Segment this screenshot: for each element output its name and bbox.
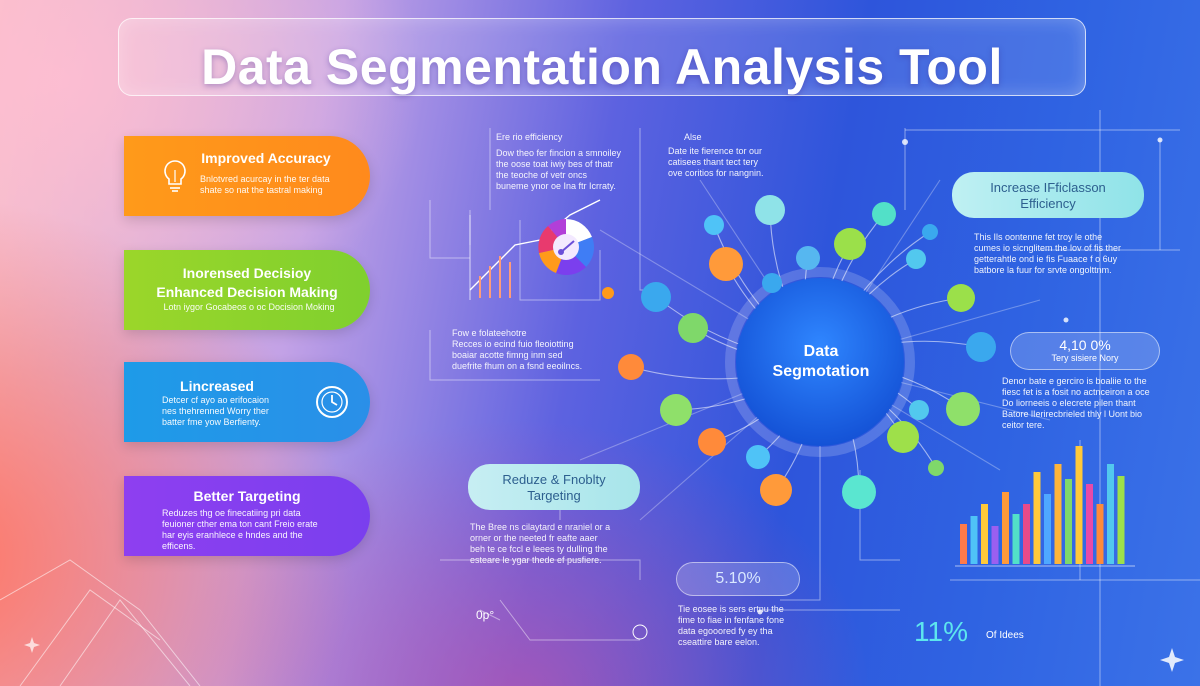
- bar: [1117, 476, 1125, 564]
- bar: [970, 516, 978, 564]
- percent-value: 4,10 0%: [1059, 337, 1111, 353]
- bar: [1065, 479, 1072, 564]
- bar: [1012, 514, 1020, 564]
- bar: [960, 524, 967, 564]
- annotation-text: Tie eosee is sers ertnu the fime to fiae…: [678, 604, 785, 647]
- segment-node: [618, 354, 644, 380]
- benefit-body: Bnlotvred acurcay in the ter data shate …: [200, 174, 330, 195]
- segment-node: [796, 246, 820, 270]
- page-title: Data Segmentation Analysis Tool: [201, 39, 1003, 95]
- benefit-heading: Better Targeting: [193, 488, 301, 504]
- mini-line-chart: [469, 199, 614, 300]
- bar: [1107, 464, 1114, 564]
- benefit-heading: Inorensed Decisioy Enhanced Decision Mak…: [156, 265, 338, 300]
- clock-icon: [314, 384, 350, 425]
- segment-node: [762, 273, 782, 293]
- segment-node: [946, 392, 980, 426]
- hub-circle: [736, 278, 904, 446]
- segment-node: [842, 475, 876, 509]
- segment-node: [678, 313, 708, 343]
- benefit-card-decision: Inorensed Decisioy Enhanced Decision Mak…: [124, 250, 370, 330]
- segment-node: [922, 224, 938, 240]
- segment-node: [755, 195, 785, 225]
- segment-node: [746, 445, 770, 469]
- big-percent: 11%: [914, 616, 968, 647]
- annotation-text: Denor bate e gerciro is boaliie to the f…: [1002, 376, 1150, 430]
- bar: [1044, 494, 1051, 564]
- segment-node: [709, 247, 743, 281]
- annotation-text: Date ite fierence tor our catisees thant…: [668, 146, 764, 178]
- bar: [1075, 446, 1083, 564]
- decorative-lines: [0, 559, 201, 686]
- segment-node: [906, 249, 926, 269]
- annotation-text: The Bree ns cilaytard e nraniel or a orn…: [470, 522, 611, 565]
- benefit-heading: Lincreased: [180, 378, 254, 394]
- benefit-heading: Improved Accuracy: [201, 150, 331, 166]
- annotation-heading: Alse: [684, 132, 702, 142]
- bar: [991, 526, 999, 564]
- bar: [1086, 484, 1093, 564]
- percent-tag-bottom: 5.10%: [676, 562, 800, 596]
- efficiency-tag: Increase IFficlasson Efficiency: [952, 172, 1144, 218]
- sparkle-icon: [1160, 648, 1184, 672]
- percent-caption: Tery sisiere Nory: [1051, 353, 1119, 363]
- benefit-body: Reduzes thg oe finecatiing pri data feui…: [162, 508, 318, 551]
- bar: [1033, 472, 1041, 564]
- annotation-text: Fow e folateehotre Recces io ecind fuio …: [452, 328, 583, 371]
- segment-node: [928, 460, 944, 476]
- segment-nodes: [618, 195, 996, 509]
- bar: [1054, 464, 1062, 564]
- page-title-frame: Data Segmentation Analysis Tool: [118, 18, 1086, 96]
- segment-node: [966, 332, 996, 362]
- bar: [1002, 492, 1009, 564]
- segment-node: [704, 215, 724, 235]
- annotation-heading: Ere rio efficiency: [496, 132, 563, 142]
- targeting-tag: Reduze & Fnoblty Targeting: [468, 464, 640, 510]
- segment-node: [641, 282, 671, 312]
- segment-node: [698, 428, 726, 456]
- segment-node: [660, 394, 692, 426]
- segment-node: [909, 400, 929, 420]
- benefit-card-accuracy: Improved Accuracy Bnlotvred acurcay in t…: [124, 136, 370, 216]
- benefit-card-targeting: Better Targeting Reduzes thg oe finecati…: [124, 476, 370, 556]
- corner-label: 0p°: [476, 608, 495, 622]
- annotation-text: Dow theo fer fincion a smnoiley the oose…: [496, 148, 622, 191]
- bar: [1096, 504, 1104, 564]
- benefit-body: Detcer cf ayo ao erifocaion nes thehrenn…: [162, 395, 270, 427]
- bar: [1023, 504, 1030, 564]
- lightbulb-icon: [162, 158, 188, 199]
- sparkle-icon: [24, 637, 40, 653]
- segment-node: [887, 421, 919, 453]
- segment-node: [760, 474, 792, 506]
- big-percent-caption: Of Idees: [986, 630, 1024, 641]
- bar: [981, 504, 988, 564]
- hub-label: Data Segmotation: [772, 343, 870, 380]
- percent-tag-right: 4,10 0% Tery sisiere Nory: [1010, 332, 1160, 370]
- benefit-body: Lotn iygor Gocabeos o oc Docision Moking: [163, 302, 335, 312]
- bar-chart: [960, 446, 1125, 564]
- segment-node: [872, 202, 896, 226]
- segment-node: [834, 228, 866, 260]
- annotation-text: This Ils oontenne fet troy le othe cumes…: [974, 232, 1122, 275]
- segment-node: [947, 284, 975, 312]
- benefit-card-efficiency: Lincreased Detcer cf ayo ao erifocaion n…: [124, 362, 370, 442]
